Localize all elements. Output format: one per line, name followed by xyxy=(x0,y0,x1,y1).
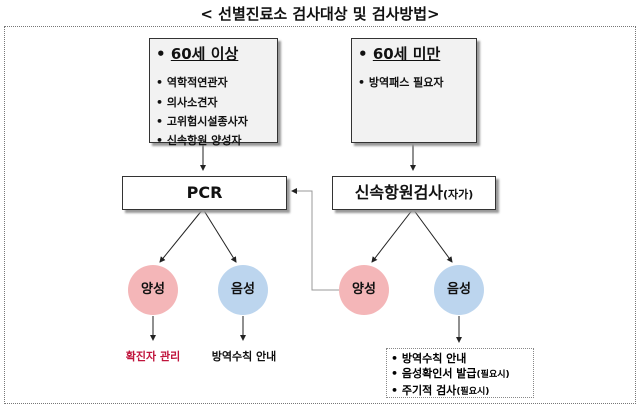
rapid-test-box: 신속항원검사(자가) xyxy=(332,176,496,210)
group-item: 역학적연관자 xyxy=(166,76,228,89)
group-item: 방역패스 필요자 xyxy=(368,76,444,89)
arrow-rapid-positive-to-pcr xyxy=(291,188,339,291)
arrow-pcr-to-positive xyxy=(159,208,204,263)
group-item: 고위험시설종사자 xyxy=(166,115,248,128)
confirmed-case-management: 확진자 관리 xyxy=(125,350,181,363)
group-item: 신속항원 양성자 xyxy=(166,134,242,147)
note-item: 방역수칙 안내 xyxy=(401,352,467,365)
rapid-suffix: (자가) xyxy=(443,188,474,201)
diagram-frame xyxy=(4,26,636,404)
note-item: 주기적 검사 xyxy=(401,384,457,397)
note-suffix: (필요시) xyxy=(476,370,510,380)
rapid-label: 신속항원검사 xyxy=(354,183,444,202)
group-header: 60세 미만 xyxy=(372,45,441,63)
group-item: 의사소견자 xyxy=(166,96,218,109)
pcr-negative-circle: 음성 xyxy=(218,265,268,315)
arrow-rapid-to-positive xyxy=(371,208,414,263)
rapid-negative-notes: • 방역수칙 안내 • 음성확인서 발급(필요시) • 주기적 검사(필요시) xyxy=(386,348,534,398)
rapid-positive-circle: 양성 xyxy=(339,265,389,315)
group-over-60: • 60세 이상 • 역학적연관자 • 의사소견자 • 고위험시설종사자 • 신… xyxy=(149,38,278,147)
rapid-negative-circle: 음성 xyxy=(434,265,484,315)
group-header: 60세 이상 xyxy=(170,45,239,63)
note-suffix: (필요시) xyxy=(456,387,490,397)
diagram-title: < 선별진료소 검사대상 및 검사방법> xyxy=(200,5,440,23)
pcr-box: PCR xyxy=(122,176,287,210)
group-under-60: • 60세 미만 • 방역패스 필요자 xyxy=(351,38,477,143)
note-item: 음성확인서 발급 xyxy=(401,367,477,380)
arrow-pcr-to-negative xyxy=(202,208,237,263)
arrow-rapid-to-negative xyxy=(412,208,453,263)
pcr-positive-circle: 양성 xyxy=(128,265,178,315)
quarantine-guidance: 방역수칙 안내 xyxy=(211,350,277,363)
